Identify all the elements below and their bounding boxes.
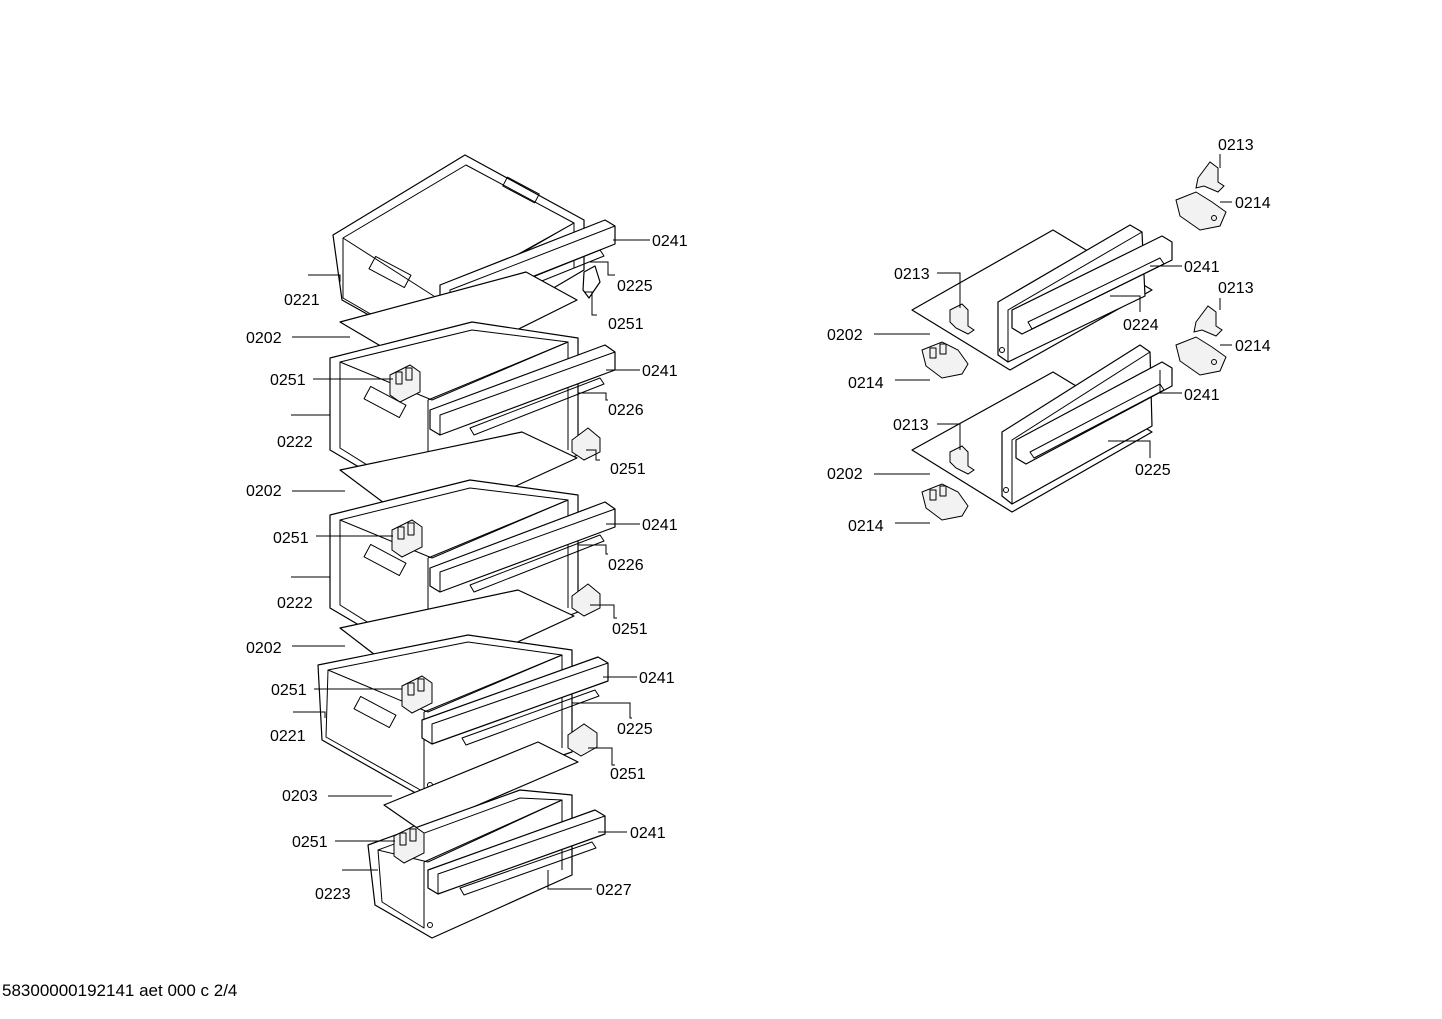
label-0224: 0224 [1123, 317, 1159, 334]
bracket-0214-top [1175, 191, 1227, 231]
label-0251: 0251 [610, 461, 646, 478]
label-0225: 0225 [617, 278, 653, 295]
label-0213: 0213 [893, 417, 929, 434]
label-0241: 0241 [1184, 259, 1220, 276]
label-0241: 0241 [630, 825, 666, 842]
side-rail-0225-top [582, 265, 601, 299]
bracket-0214-mid [1175, 336, 1227, 376]
label-0225: 0225 [1135, 462, 1171, 479]
bracket-0214-r-lower [921, 483, 969, 521]
label-0214: 0214 [1235, 195, 1271, 212]
clip-0251-b [389, 364, 421, 403]
label-0213: 0213 [1218, 137, 1254, 154]
label-0241: 0241 [642, 517, 678, 534]
label-0251: 0251 [610, 766, 646, 783]
hinge-0213-top [1195, 161, 1225, 193]
label-0221: 0221 [284, 292, 320, 309]
clip-0251-h [393, 825, 425, 864]
label-0241: 0241 [1184, 387, 1220, 404]
label-0202: 0202 [827, 327, 863, 344]
front-rail-0241-d [421, 656, 609, 746]
glass-shelf-0203 [383, 741, 579, 831]
label-0241: 0241 [642, 363, 678, 380]
label-0251: 0251 [270, 372, 306, 389]
document-id: 58300000192141 aet 000 c 2/4 [2, 981, 238, 1000]
clip-0251-d [391, 519, 423, 558]
hinge-0213-r-lower [949, 445, 975, 475]
leader-lines [291, 154, 1232, 890]
label-0222: 0222 [277, 595, 313, 612]
label-0227: 0227 [596, 882, 632, 899]
label-0251: 0251 [292, 834, 328, 851]
label-0214: 0214 [1235, 338, 1271, 355]
label-0251: 0251 [612, 621, 648, 638]
label-0225: 0225 [617, 721, 653, 738]
front-rail-0241-c [429, 501, 616, 593]
label-0202: 0202 [246, 330, 282, 347]
label-0202: 0202 [827, 466, 863, 483]
label-0214: 0214 [848, 518, 884, 535]
part-labels: 0241 0225 0221 0251 0202 0251 0241 0226 … [246, 137, 1271, 903]
clip-0251-f [401, 675, 433, 714]
side-clip-0251-e [571, 583, 601, 617]
label-0251: 0251 [271, 682, 307, 699]
label-0213: 0213 [1218, 280, 1254, 297]
front-rail-0241-right-b [1015, 361, 1173, 465]
bracket-0214-r-upper [921, 341, 969, 379]
hinge-0213-mid [1193, 305, 1223, 337]
label-0226: 0226 [608, 402, 644, 419]
label-0213: 0213 [894, 266, 930, 283]
hinge-0213-r-upper [949, 303, 975, 335]
front-rail-0241-e [427, 809, 606, 896]
label-0202: 0202 [246, 640, 282, 657]
label-0241: 0241 [652, 233, 688, 250]
side-clip-0251-c [571, 427, 601, 461]
label-0222: 0222 [277, 434, 313, 451]
label-0251: 0251 [273, 530, 309, 547]
label-0203: 0203 [282, 788, 318, 805]
front-rail-0241-right-a [1011, 235, 1173, 335]
label-0226: 0226 [608, 557, 644, 574]
label-0223: 0223 [315, 886, 351, 903]
label-0214: 0214 [848, 375, 884, 392]
label-0251: 0251 [608, 316, 644, 333]
label-0202: 0202 [246, 483, 282, 500]
label-0241: 0241 [639, 670, 675, 687]
label-0221: 0221 [270, 728, 306, 745]
